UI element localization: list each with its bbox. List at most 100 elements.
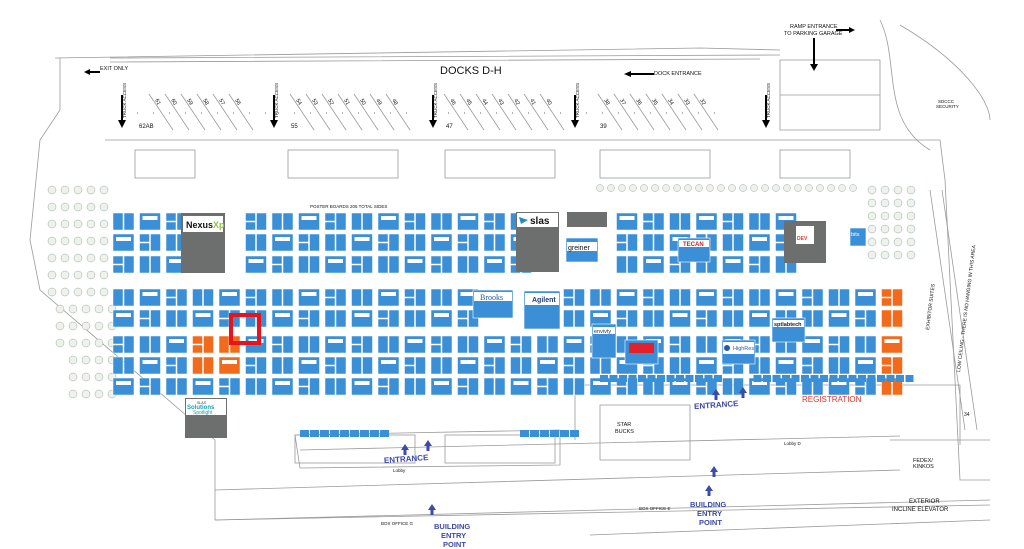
booth[interactable] xyxy=(300,430,309,437)
booth[interactable] xyxy=(457,318,468,328)
booth[interactable] xyxy=(801,288,813,298)
booth[interactable] xyxy=(377,242,389,252)
booth[interactable] xyxy=(483,233,495,252)
booth[interactable] xyxy=(388,233,400,252)
booth[interactable] xyxy=(704,375,713,382)
booth[interactable] xyxy=(628,375,637,382)
booth-slas[interactable]: slas xyxy=(516,212,559,272)
booth[interactable] xyxy=(457,255,468,274)
booth[interactable] xyxy=(324,212,336,222)
booth[interactable] xyxy=(362,335,373,354)
booth[interactable] xyxy=(563,309,574,328)
booth[interactable] xyxy=(616,386,627,396)
booth[interactable] xyxy=(616,255,627,274)
booth[interactable] xyxy=(642,221,654,231)
booth[interactable] xyxy=(759,356,771,375)
booth[interactable] xyxy=(282,356,294,375)
booth[interactable] xyxy=(309,309,320,328)
booth[interactable] xyxy=(722,365,733,375)
booth[interactable] xyxy=(351,212,362,231)
booth[interactable] xyxy=(810,375,819,382)
booth[interactable] xyxy=(282,288,294,307)
booth[interactable] xyxy=(380,430,389,437)
booth[interactable] xyxy=(298,212,320,231)
booth[interactable] xyxy=(494,233,506,252)
booth[interactable] xyxy=(256,377,267,396)
booth[interactable] xyxy=(775,309,786,319)
booth[interactable] xyxy=(165,365,177,375)
booth[interactable] xyxy=(775,356,797,375)
booth[interactable] xyxy=(896,375,904,382)
booth[interactable] xyxy=(112,309,135,328)
booth[interactable] xyxy=(351,344,362,354)
booth[interactable] xyxy=(298,288,320,307)
booth[interactable] xyxy=(653,309,665,328)
booth[interactable] xyxy=(801,365,813,375)
booth[interactable] xyxy=(867,375,876,382)
booth[interactable] xyxy=(695,309,707,319)
booth[interactable] xyxy=(676,375,684,382)
booth[interactable] xyxy=(669,344,680,354)
booth[interactable] xyxy=(530,430,539,437)
booth[interactable] xyxy=(415,288,426,307)
booth[interactable] xyxy=(324,309,336,328)
booth[interactable] xyxy=(324,255,347,274)
booth[interactable] xyxy=(298,255,309,274)
booth[interactable] xyxy=(669,356,680,375)
booth[interactable] xyxy=(112,377,135,396)
booth[interactable] xyxy=(680,288,691,307)
booth[interactable] xyxy=(139,288,161,307)
booth[interactable] xyxy=(404,335,426,354)
booth[interactable] xyxy=(404,297,415,307)
booth[interactable] xyxy=(150,233,161,252)
booth-tecan[interactable]: TECAN xyxy=(677,237,711,263)
booth[interactable] xyxy=(112,356,124,375)
booth-sponsor-center[interactable]: DEV xyxy=(784,221,826,263)
booth[interactable] xyxy=(685,375,694,382)
booth[interactable] xyxy=(192,335,203,345)
booth[interactable] xyxy=(404,377,415,396)
booth[interactable] xyxy=(351,288,362,307)
booth[interactable] xyxy=(245,297,256,307)
booth[interactable] xyxy=(457,335,468,354)
booth[interactable] xyxy=(854,386,866,396)
booth[interactable] xyxy=(563,377,574,396)
booth[interactable] xyxy=(351,255,362,265)
booth[interactable] xyxy=(865,335,877,354)
booth[interactable] xyxy=(192,309,214,328)
booth[interactable] xyxy=(839,375,847,382)
booth[interactable] xyxy=(176,356,188,375)
booth[interactable] xyxy=(722,288,733,298)
booth[interactable] xyxy=(192,344,203,354)
booth[interactable] xyxy=(494,377,506,396)
booth[interactable] xyxy=(335,377,347,396)
booth[interactable] xyxy=(150,255,161,274)
booth-sptlabtech[interactable]: sptlabtech xyxy=(771,317,806,343)
booth[interactable] xyxy=(905,375,914,382)
booth[interactable] xyxy=(733,288,744,307)
booth[interactable] xyxy=(245,365,256,375)
booth[interactable] xyxy=(415,212,426,231)
booth[interactable] xyxy=(722,212,733,222)
booth[interactable] xyxy=(483,356,495,366)
booth[interactable] xyxy=(377,386,389,396)
booth[interactable] xyxy=(457,212,479,231)
booth[interactable] xyxy=(218,335,230,354)
booth[interactable] xyxy=(377,212,400,231)
booth[interactable] xyxy=(377,318,389,328)
booth[interactable] xyxy=(351,309,373,328)
booth[interactable] xyxy=(801,356,813,366)
booth[interactable] xyxy=(457,309,468,319)
booth[interactable] xyxy=(457,386,468,396)
booth[interactable] xyxy=(112,344,124,354)
booth-greiner[interactable]: greiner xyxy=(565,237,599,263)
booth[interactable] xyxy=(510,344,521,354)
booth[interactable] xyxy=(415,377,426,396)
booth[interactable] xyxy=(335,309,347,328)
booth[interactable] xyxy=(563,297,574,307)
booth[interactable] xyxy=(828,288,839,307)
booth[interactable] xyxy=(669,212,680,231)
booth[interactable] xyxy=(176,377,188,396)
booth[interactable] xyxy=(335,212,347,231)
booth-sponsor-gray[interactable] xyxy=(567,212,607,227)
